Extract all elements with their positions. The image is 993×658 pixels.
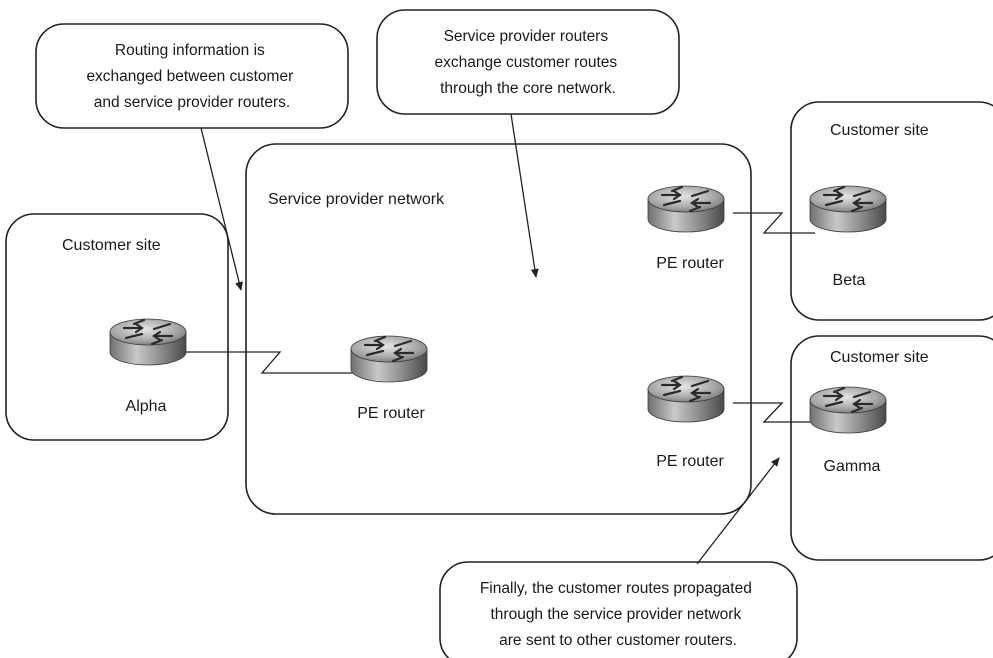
pointer-arrow-top-left	[200, 127, 243, 291]
router-icon-pe-center	[349, 334, 429, 384]
customer-site-bottom-right-label: Customer site	[830, 349, 929, 366]
callout-bottom-line-3: are sent to other customer routers.	[499, 632, 737, 649]
callout-bottom-bubble	[439, 561, 798, 658]
callout-top-left-line-1: Routing information is	[115, 42, 265, 59]
pointer-arrow-top-center	[510, 113, 539, 278]
svg-text:Routing information is exc: Routing information is exchanged between…	[86, 42, 297, 111]
router-label-pe-bottom-right: PE router	[656, 453, 724, 470]
router-label-alpha: Alpha	[126, 398, 167, 415]
link-pe-bottom-right-gamma	[733, 402, 815, 423]
callout-top-left-line-3: and service provider routers.	[94, 94, 290, 111]
router-label-pe-center: PE router	[357, 405, 425, 422]
router-icon-beta	[808, 184, 888, 234]
link-pe-top-right-beta	[733, 212, 815, 234]
router-icon-pe-top-right	[646, 184, 726, 234]
callout-top-left-line-2: exchanged between customer	[86, 68, 293, 85]
customer-site-left-label: Customer site	[62, 237, 161, 254]
service-provider-network-box	[245, 143, 752, 515]
router-label-gamma: Gamma	[824, 458, 881, 475]
callout-top-left-bubble	[35, 23, 349, 129]
router-icon-pe-bottom-right	[646, 374, 726, 424]
router-label-pe-top-right: PE router	[656, 255, 724, 272]
callout-bottom-line-1: Finally, the customer routes propagated	[480, 580, 752, 597]
svg-text:Finally, the customer routes p: Finally, the customer routes propagated …	[480, 580, 756, 649]
svg-text:Service provider routers e: Service provider routers exchange custom…	[435, 28, 622, 97]
customer-site-top-right-label: Customer site	[830, 122, 929, 139]
pointer-arrow-bottom	[696, 457, 780, 565]
router-icon-gamma	[808, 385, 888, 435]
router-icon-alpha	[108, 317, 188, 367]
router-label-beta: Beta	[833, 272, 866, 289]
callout-top-center-line-2: exchange customer routes	[435, 54, 618, 71]
callout-top-center-bubble	[376, 9, 680, 115]
customer-site-top-right-box	[790, 101, 993, 321]
link-alpha-pe-center	[185, 351, 355, 374]
callout-bottom-line-2: through the service provider network	[490, 606, 741, 623]
callout-top-center-line-1: Service provider routers	[444, 28, 609, 45]
service-provider-network-label: Service provider network	[268, 191, 445, 208]
callout-top-center-line-3: through the core network.	[440, 80, 616, 97]
customer-site-bottom-right-box	[790, 335, 993, 561]
